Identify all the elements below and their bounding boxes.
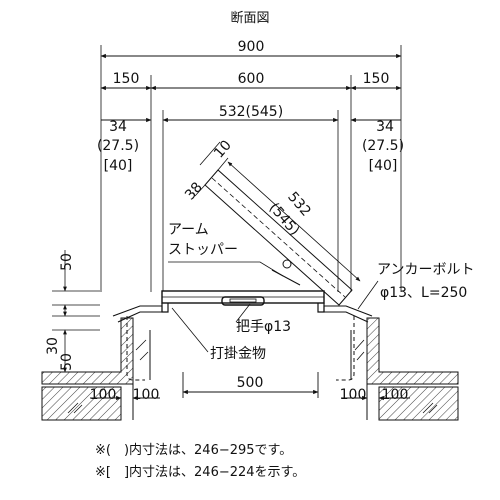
wall-accent-lines: [67, 339, 438, 414]
leader-arm-stopper: [168, 261, 284, 277]
leader-hook: [171, 307, 209, 353]
dim-left-b: (27.5): [97, 138, 139, 154]
dim-left-30: 30: [45, 337, 61, 355]
dim-bottom-left-100a: 100: [90, 387, 117, 403]
dim-right-b: (27.5): [362, 138, 404, 154]
anchor-bolts: [126, 316, 355, 381]
dim-bottom-right-100b: 100: [382, 387, 409, 403]
label-arm-stopper-2: ストッパー: [168, 242, 238, 258]
dimension-lines-bottom: [90, 372, 410, 401]
dim-right-a: 34: [376, 119, 394, 135]
leader-anchor-bolt: [357, 280, 379, 310]
drawing-title: 断面図: [230, 11, 269, 26]
dim-overall: 900: [238, 39, 265, 55]
note-brackets: ※[ ]内寸法は、246−224を示す。: [95, 464, 305, 480]
dim-bottom-right-100a: 100: [340, 387, 367, 403]
dim-lid-38: 38: [182, 179, 206, 203]
dim-left-c: [40]: [104, 158, 133, 174]
dim-lid-thickness: 10: [211, 137, 235, 161]
note-parentheses: ※( )内寸法は、246−295です。: [95, 442, 292, 458]
dim-inner: 532(545): [219, 104, 283, 120]
open-lid: [194, 141, 361, 306]
dim-bottom-center: 500: [237, 375, 264, 391]
dim-right-c: [40]: [369, 158, 398, 174]
dim-left-a: 34: [109, 119, 127, 135]
dim-left-50-bottom: 50: [59, 353, 75, 371]
label-anchor-bolt-1: アンカーボルト: [377, 262, 474, 278]
dim-opening: 600: [238, 71, 265, 87]
dim-right-flange: 150: [363, 71, 390, 87]
shaft-walls: [121, 330, 379, 420]
frame-and-cover: [112, 290, 373, 323]
dim-bottom-left-100b: 100: [133, 387, 160, 403]
label-arm-stopper-1: アーム: [168, 222, 209, 238]
leader-handle: [235, 303, 251, 323]
concrete-left: [41, 317, 134, 421]
dim-left-flange: 150: [113, 71, 140, 87]
concrete-right: [366, 317, 459, 421]
dim-left-50-top: 50: [59, 253, 75, 271]
label-anchor-bolt-2: φ13、L=250: [380, 285, 467, 301]
label-hook: 打掛金物: [210, 345, 266, 362]
label-handle: 把手φ13: [236, 319, 291, 335]
dimension-lines-top: [100, 53, 402, 123]
